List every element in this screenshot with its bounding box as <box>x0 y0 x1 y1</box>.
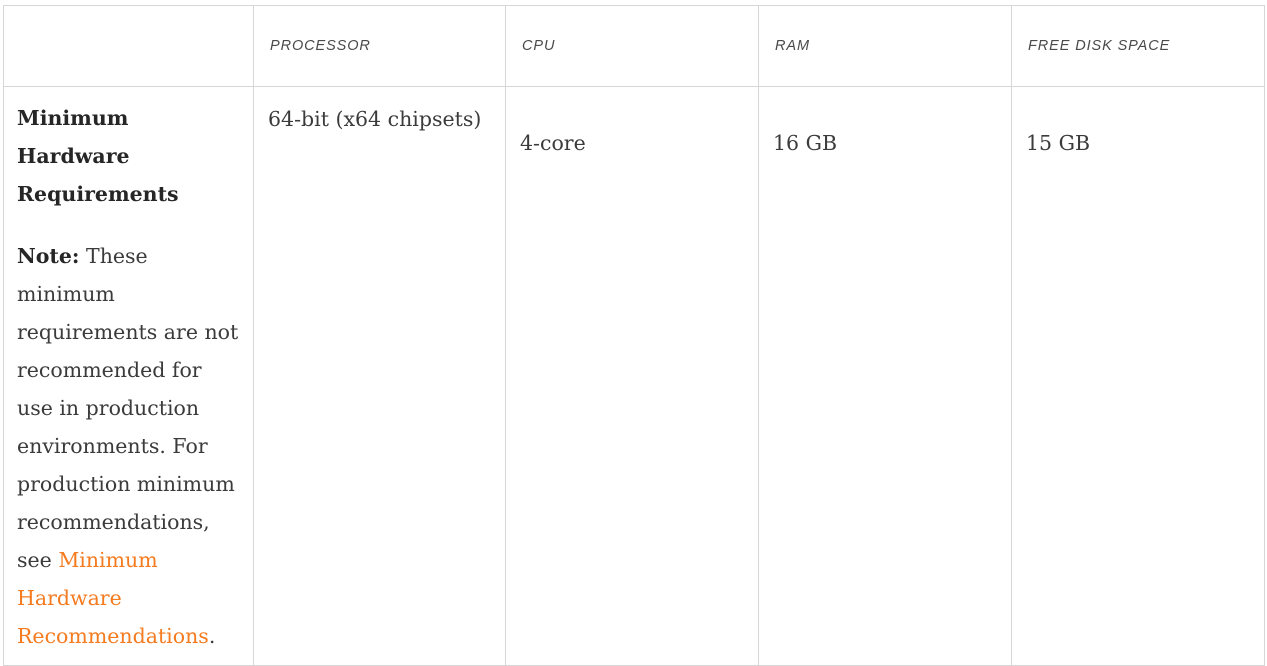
row-free-disk-space-value: 15 GB <box>1026 131 1091 155</box>
note-label: Note: <box>17 244 80 268</box>
table-body: Minimum Hardware Requirements Note: Thes… <box>3 86 1265 666</box>
row-ram-content: 16 GB <box>759 87 1011 172</box>
column-header-ram: RAM <box>758 5 1012 87</box>
row-cpu-cell: 4-core <box>505 86 759 666</box>
column-header-processor-text: PROCESSOR <box>270 38 371 54</box>
page-root: PROCESSOR CPU RAM FREE DISK SPACE Minimu… <box>3 5 1265 666</box>
column-header-label <box>3 5 254 87</box>
column-header-free-disk-space-text: FREE DISK SPACE <box>1028 38 1171 54</box>
row-free-disk-space-cell: 15 GB <box>1011 86 1265 666</box>
row-ram-value: 16 GB <box>773 131 838 155</box>
column-header-free-disk-space: FREE DISK SPACE <box>1011 5 1265 87</box>
minimum-hardware-requirements-table: PROCESSOR CPU RAM FREE DISK SPACE Minimu… <box>3 5 1265 666</box>
row-processor-content: 64-bit (x64 chipsets) <box>254 87 505 148</box>
column-header-ram-text: RAM <box>775 38 810 54</box>
table-header-row: PROCESSOR CPU RAM FREE DISK SPACE <box>3 5 1265 87</box>
row-processor-cell: 64-bit (x64 chipsets) <box>253 86 506 666</box>
row-processor-value: 64-bit (x64 chipsets) <box>268 107 482 131</box>
row-cpu-content: 4-core <box>506 87 758 172</box>
note-text-before-link: These minimum requirements are not recom… <box>17 244 239 572</box>
table-header: PROCESSOR CPU RAM FREE DISK SPACE <box>3 5 1265 87</box>
row-ram-cell: 16 GB <box>758 86 1012 666</box>
row-label-note: Note: These minimum requirements are not… <box>17 237 239 655</box>
table-row: Minimum Hardware Requirements Note: Thes… <box>3 86 1265 666</box>
note-text-after-link: . <box>208 624 216 648</box>
row-label-title: Minimum Hardware Requirements <box>17 106 179 206</box>
row-free-disk-space-content: 15 GB <box>1012 87 1264 172</box>
row-label-cell: Minimum Hardware Requirements Note: Thes… <box>3 86 254 666</box>
column-header-cpu: CPU <box>505 5 759 87</box>
column-header-cpu-text: CPU <box>522 38 556 54</box>
row-label-content: Minimum Hardware Requirements Note: Thes… <box>4 87 253 665</box>
column-header-processor: PROCESSOR <box>253 5 506 87</box>
row-cpu-value: 4-core <box>520 131 586 155</box>
